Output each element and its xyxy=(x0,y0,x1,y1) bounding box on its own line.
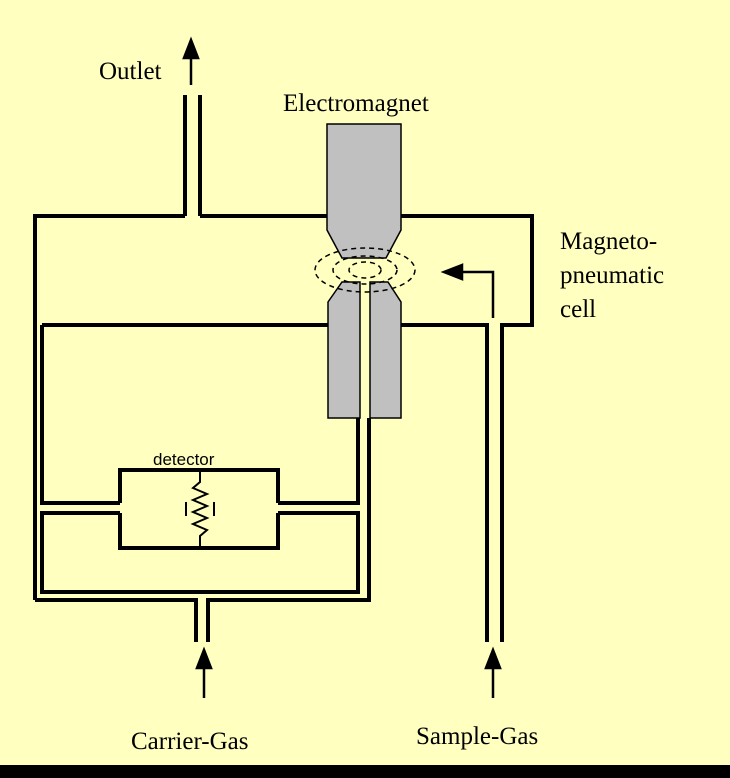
field-line-middle xyxy=(332,255,398,285)
bottom-band xyxy=(0,765,730,773)
electromagnet-label: Electromagnet xyxy=(283,90,429,117)
cell-top-left-wall xyxy=(33,214,185,600)
carrier-right-outer xyxy=(206,418,371,642)
cell-label-line1: Magneto- xyxy=(560,228,658,255)
sample-gas-label: Sample-Gas xyxy=(416,723,539,750)
detector-element xyxy=(185,470,215,548)
outlet-arrow-head xyxy=(182,36,200,60)
electromagnet xyxy=(326,123,402,419)
cell-label-line2: pneumatic xyxy=(560,262,665,289)
cell-flow-arrow-shaft xyxy=(460,270,495,318)
sample-arrow-head xyxy=(484,646,502,670)
magnet-lower-pole-left xyxy=(327,281,361,419)
cell-inner-right xyxy=(401,323,489,642)
carrier-left-inner xyxy=(40,325,120,505)
outlet-label: Outlet xyxy=(99,58,162,85)
piping xyxy=(33,95,534,642)
cell-label-line3: cell xyxy=(560,296,597,323)
cell-top-right-wall-2 xyxy=(401,214,534,642)
field-line-inner xyxy=(348,261,382,279)
carrier-branch-lower xyxy=(40,511,360,594)
flow-arrows xyxy=(182,36,502,698)
carrier-arrow-head xyxy=(195,646,213,670)
carrier-gas-label: Carrier-Gas xyxy=(131,728,249,755)
carrier-bottom-outer xyxy=(35,598,198,642)
carrier-branch-upper xyxy=(278,418,360,505)
magnet-lower-pole-right xyxy=(369,281,402,419)
magnet-upper-pole xyxy=(326,123,402,259)
detector-resistor-icon xyxy=(190,470,210,548)
field-line-outer xyxy=(314,247,416,293)
detector-label: detector xyxy=(153,450,215,469)
magnetic-field-lines xyxy=(314,247,416,293)
cell-flow-arrow-head xyxy=(440,263,464,281)
